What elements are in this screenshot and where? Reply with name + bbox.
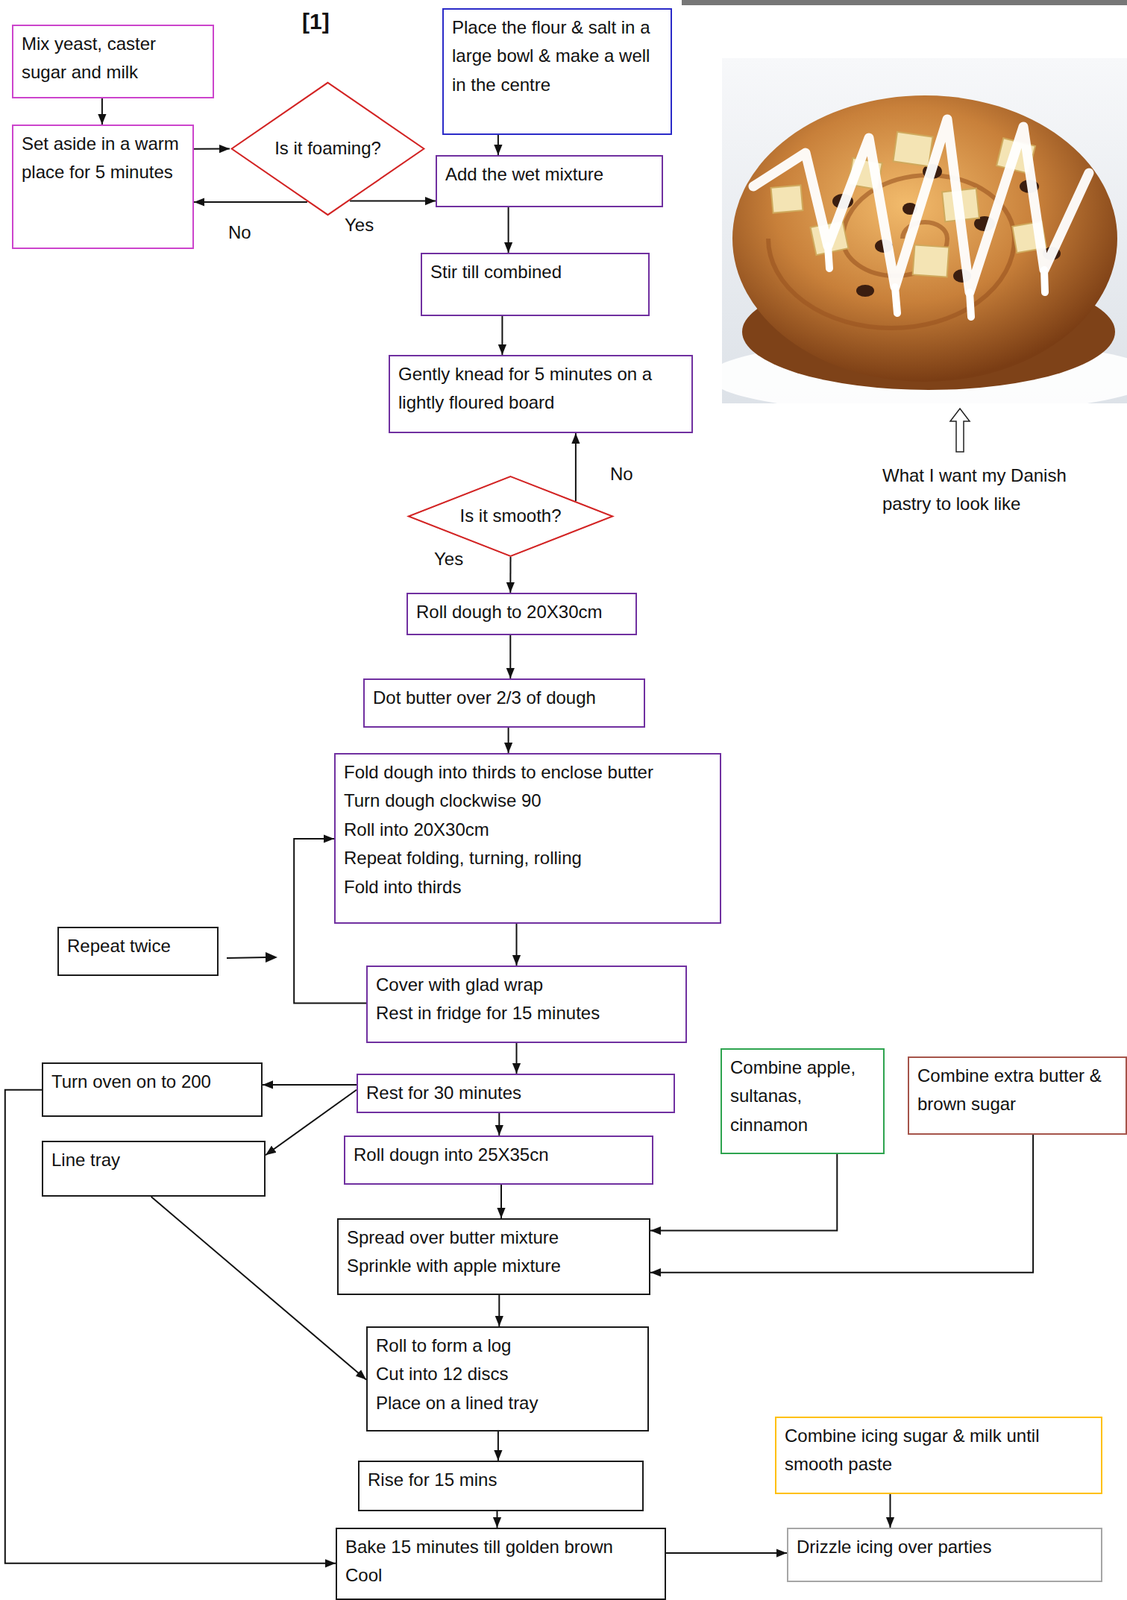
node-text: Repeat twice	[67, 932, 209, 961]
pointer-arrow	[950, 408, 970, 452]
process-box: Dot butter over 2/3 of dough	[363, 678, 646, 728]
process-box: Drizzle icing over parties	[786, 1528, 1103, 1583]
process-box: Combine icing sugar & milk until smooth …	[774, 1417, 1103, 1495]
connector-arrow	[265, 1090, 357, 1157]
connector-arrow	[151, 1197, 367, 1380]
node-text: Cut into 12 discs	[375, 1360, 640, 1389]
top-bar	[681, 0, 1127, 6]
pastry-photo	[721, 58, 1127, 404]
process-box: Spread over butter mixtureSprinkle with …	[337, 1218, 651, 1296]
connector-arrow	[349, 200, 436, 203]
node-text: Combine extra butter & brown sugar	[917, 1062, 1118, 1120]
node-text: Dot butter over 2/3 of dough	[372, 683, 636, 713]
edge-label: Yes	[432, 547, 465, 571]
connector-arrow	[193, 148, 230, 150]
node-text: Bake 15 minutes till golden brown	[345, 1533, 657, 1562]
node-text: Roll into 20X30cm	[343, 815, 712, 845]
connector-arrow	[497, 1432, 499, 1462]
process-box: Roll dougn into 25X35cn	[343, 1135, 654, 1186]
process-box: Fold dough into thirds to enclose butter…	[334, 753, 722, 925]
node-text: Combine icing sugar & milk until smooth …	[784, 1422, 1093, 1480]
connector-arrow	[500, 1185, 502, 1219]
node-text: Sprinkle with apple mixture	[346, 1252, 641, 1281]
node-text: Combine apple, sultanas, cinnamon	[730, 1053, 875, 1140]
node-text: Stir till combined	[430, 258, 640, 287]
node-text: Line tray	[51, 1146, 256, 1175]
node-text: Cover with glad wrap	[375, 971, 678, 1000]
process-box: Place the flour & salt in a large bowl &…	[442, 8, 673, 136]
photo-caption: What I want my Danish pastry to look lik…	[882, 461, 1102, 520]
connector-arrow	[509, 635, 511, 679]
node-text: Rest for 30 minutes	[366, 1079, 666, 1108]
connector-arrow	[507, 207, 510, 253]
connector-arrow	[516, 924, 518, 966]
edge-label: Yes	[343, 213, 376, 237]
process-box: Gently knead for 5 minutes on a lightly …	[388, 355, 693, 434]
connector-arrow	[889, 1494, 892, 1529]
node-text: Rise for 15 mins	[367, 1466, 634, 1495]
node-text: Roll dough to 20X30cm	[416, 598, 628, 627]
node-text: Spread over butter mixture	[346, 1223, 641, 1253]
connector-arrow	[516, 1043, 518, 1075]
connector-arrow	[650, 1154, 837, 1232]
connector-arrow	[496, 1511, 499, 1529]
edge-label: No	[226, 220, 253, 244]
node-text: Is it foaming?	[274, 134, 382, 163]
node-text: Drizzle icing over parties	[796, 1533, 1093, 1562]
node-text: Place the flour & salt in a large bowl &…	[451, 13, 663, 100]
connector-arrow	[650, 1135, 1034, 1274]
node-text: Roll to form a log	[375, 1332, 640, 1361]
node-text: Turn dough clockwise 90	[343, 786, 712, 816]
node-text: Repeat folding, turning, rolling	[343, 844, 712, 873]
repeat-leader	[226, 952, 278, 963]
note-box: Repeat twice	[57, 927, 219, 977]
connector-arrow	[193, 201, 308, 203]
node-text: Turn oven on to 200	[51, 1068, 253, 1097]
process-box: Turn oven on to 200	[41, 1062, 263, 1118]
node-text: Rest in fridge for 15 minutes	[375, 999, 678, 1028]
node-text: Mix yeast, caster sugar and milk	[21, 29, 205, 88]
node-text: Gently knead for 5 minutes on a lightly …	[398, 360, 684, 418]
decision-diamond: Is it foaming?	[229, 81, 426, 217]
process-box: Rest for 30 minutes	[356, 1074, 676, 1114]
process-box: Bake 15 minutes till golden brownCool	[335, 1528, 667, 1600]
connector-arrow	[262, 1084, 357, 1086]
connector-arrow	[509, 557, 511, 593]
node-text: Cool	[345, 1561, 657, 1591]
process-box: Rise for 15 mins	[358, 1461, 644, 1512]
connector-arrow	[101, 98, 103, 125]
process-box: Roll dough to 20X30cm	[406, 592, 637, 636]
edge-label: No	[608, 462, 635, 486]
process-box: Add the wet mixture	[435, 155, 664, 208]
connector-arrow	[5, 1090, 336, 1565]
connector-arrow	[498, 1295, 500, 1327]
node-text: Place on a lined tray	[375, 1389, 640, 1418]
connector-arrow	[497, 135, 499, 156]
connector-arrow	[575, 433, 577, 502]
connector-arrow	[507, 727, 510, 754]
process-box: Combine apple, sultanas, cinnamon	[720, 1048, 885, 1155]
process-box: Cover with glad wrapRest in fridge for 1…	[366, 965, 687, 1044]
node-text: Is it smooth?	[459, 501, 561, 531]
connector-arrow	[501, 316, 503, 356]
connector-arrow	[666, 1552, 787, 1555]
process-box: Stir till combined	[420, 252, 650, 317]
process-box: Line tray	[41, 1141, 266, 1198]
process-box: Mix yeast, caster sugar and milk	[11, 24, 215, 99]
decision-diamond: Is it smooth?	[406, 475, 615, 558]
node-text: Add the wet mixture	[445, 160, 654, 189]
process-box: Set aside in a warm place for 5 minutes	[11, 124, 194, 250]
node-text: Fold dough into thirds to enclose butter	[343, 758, 712, 787]
process-box: Combine extra butter & brown sugar	[907, 1056, 1127, 1136]
connector-arrow	[498, 1113, 500, 1136]
node-text: Roll dougn into 25X35cn	[353, 1141, 644, 1170]
process-box: Roll to form a logCut into 12 discsPlace…	[366, 1326, 649, 1433]
node-text: Fold into thirds	[343, 873, 712, 902]
node-text: Set aside in a warm place for 5 minutes	[21, 129, 185, 188]
callout-number: [1]	[302, 3, 330, 40]
